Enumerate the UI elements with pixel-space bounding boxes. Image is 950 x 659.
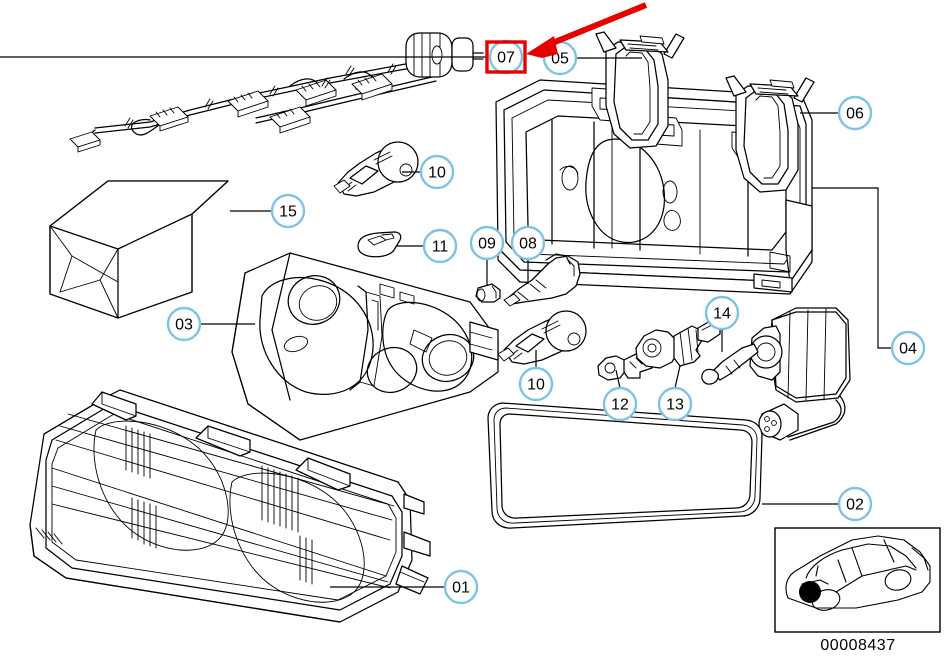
part-bulb-lower[interactable] [497, 310, 587, 365]
callout-label-14: 14 [713, 306, 731, 323]
callout-circle-12[interactable] [602, 386, 638, 422]
callout-label-07: 07 [497, 50, 515, 67]
callout-06-bulb-retaining-clip-right[interactable]: 06 [837, 95, 873, 131]
callout-label-01: 01 [452, 580, 470, 597]
part-reflector-assembly[interactable] [231, 252, 499, 441]
callout-label-10: 10 [428, 165, 446, 182]
callout-13-adjuster-screw[interactable]: 13 [657, 386, 693, 422]
callout-label-12: 12 [611, 397, 629, 414]
callout-circle-08[interactable] [510, 225, 546, 261]
callout-12-screw[interactable]: 12 [602, 386, 638, 422]
callout-09-grommet-bushing[interactable]: 09 [469, 225, 505, 261]
part-headlight-seal-gasket[interactable] [487, 402, 763, 529]
callout-circle-13[interactable] [657, 386, 693, 422]
callout-label-06: 06 [846, 106, 864, 123]
part-grommet-bushing[interactable] [475, 283, 501, 303]
callout-circle-01[interactable] [443, 569, 479, 605]
callouts-layer: 01 02 03 04 05 06 07 08 09 10 11 10 12 13 14 15 [166, 39, 926, 605]
part-bulb-retaining-clip-left[interactable] [595, 31, 685, 149]
leader-lines [0, 56, 892, 588]
callout-circle-09[interactable] [469, 225, 505, 261]
location-marker-dot [799, 581, 821, 603]
callout-label-11: 11 [432, 239, 449, 256]
callout-circle-10[interactable] [518, 366, 554, 402]
highlight-annotation [485, 2, 648, 74]
callout-01-headlight-lens[interactable]: 01 [443, 569, 479, 605]
highlight-box-07 [485, 40, 527, 74]
callout-14-headlight-adjustment-motor[interactable]: 14 [704, 295, 740, 331]
callout-03-reflector-assembly[interactable]: 03 [166, 306, 202, 342]
callout-04-headlight-housing-complete[interactable]: 04 [890, 330, 926, 366]
callout-label-15: 15 [279, 204, 297, 221]
callout-circle-15[interactable] [270, 193, 306, 229]
callout-circle-03[interactable] [166, 306, 202, 342]
callout-10-bulb-lower[interactable]: 10 [518, 366, 554, 402]
part-bulb-socket[interactable] [503, 253, 581, 307]
callout-circle-02[interactable] [837, 486, 873, 522]
callout-label-03: 03 [175, 317, 193, 334]
callout-label-08: 08 [519, 236, 537, 253]
part-bulb-clip[interactable] [357, 231, 402, 258]
part-repair-kit-box[interactable] [49, 180, 229, 319]
part-bulb-retaining-clip-right[interactable] [725, 75, 815, 193]
part-headlight-lens[interactable] [29, 389, 431, 623]
part-bulb-upper[interactable] [333, 141, 419, 197]
callout-02-headlight-seal-gasket[interactable]: 02 [837, 486, 873, 522]
callout-circle-10[interactable] [419, 154, 455, 190]
callout-15-repair-kit-box[interactable]: 15 [270, 193, 306, 229]
callout-08-bulb-socket[interactable]: 08 [510, 225, 546, 261]
part-wiring-harness[interactable] [69, 32, 484, 153]
callout-circle-14[interactable] [704, 295, 740, 331]
callout-circle-11[interactable] [422, 228, 458, 264]
callout-label-09: 09 [478, 236, 496, 253]
callout-label-02: 02 [846, 497, 864, 514]
red-arrow [526, 2, 648, 58]
callout-label-13: 13 [666, 397, 684, 414]
vehicle-locator: 00008437 [774, 527, 941, 654]
callout-circle-04[interactable] [890, 330, 926, 366]
callout-label-10: 10 [527, 377, 545, 394]
part-adjuster-screw[interactable] [635, 315, 729, 369]
callout-label-05: 05 [551, 51, 569, 68]
part-headlight-adjustment-motor[interactable] [701, 307, 851, 441]
callout-circle-06[interactable] [837, 95, 873, 131]
callout-11-bulb-clip[interactable]: 11 [422, 228, 458, 264]
callout-10-bulb-upper[interactable]: 10 [419, 154, 455, 190]
callout-07-wiring-harness[interactable]: 07 [488, 39, 524, 75]
diagram-id-label: 00008437 [820, 637, 895, 654]
callout-label-04: 04 [899, 341, 917, 358]
